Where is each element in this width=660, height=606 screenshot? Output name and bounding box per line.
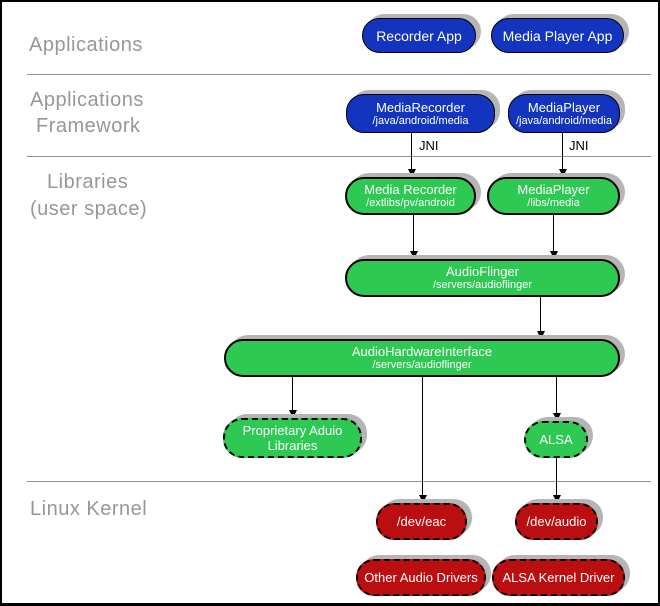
box-mediaplayer-framework: MediaPlayer /java/android/media: [508, 94, 620, 133]
arrow-ahi-to-dev-eac: [418, 377, 427, 503]
divider-libraries-kernel: [27, 481, 651, 482]
box-recorder-app: Recorder App: [362, 18, 476, 53]
box-recorder-app-label: Recorder App: [376, 27, 462, 44]
box-alsa-label: ALSA: [539, 432, 573, 447]
arrow-mediarecorder-to-library: [407, 133, 416, 177]
box-proprietary-audio-libraries-label: Proprietary Aduio Libraries: [242, 423, 343, 453]
box-proprietary-audio-libraries: Proprietary Aduio Libraries: [223, 418, 362, 458]
box-dev-eac-label: /dev/eac: [396, 514, 447, 529]
box-mediaplayer-framework-path: /java/android/media: [515, 114, 612, 127]
section-label-linux-kernel: Linux Kernel: [30, 498, 148, 520]
arrow-audioflinger-to-audiohardwareinterface: [536, 297, 545, 339]
jni-label-left: JNI: [419, 138, 439, 153]
box-mediaplayer-framework-title: MediaPlayer: [527, 99, 601, 115]
box-alsa-kernel-driver-label: ALSA Kernel Driver: [502, 570, 615, 585]
box-media-recorder-lib: Media Recorder /extlibs/pv/android: [345, 177, 476, 215]
section-label-applications: Applications: [29, 34, 143, 56]
section-label-libraries-line1: Libraries: [47, 171, 129, 193]
box-media-recorder-lib-path: /extlibs/pv/android: [366, 197, 455, 209]
arrow-mediaplayer-to-audioflinger: [549, 215, 558, 259]
section-label-applications-framework-line1: Applications: [30, 89, 144, 111]
box-media-player-app: Media Player App: [491, 18, 624, 53]
arrow-mediaplayer-to-library: [558, 133, 567, 177]
divider-applications-framework: [27, 74, 651, 75]
jni-label-right: JNI: [569, 138, 589, 153]
box-audioflinger: AudioFlinger /servers/audioflinger: [345, 259, 620, 297]
arrow-alsa-to-dev-audio: [552, 458, 561, 503]
box-alsa: ALSA: [524, 421, 588, 458]
box-mediarecorder-framework: MediaRecorder /java/android/media: [346, 94, 495, 133]
box-other-audio-drivers: Other Audio Drivers: [356, 559, 486, 596]
box-mediaplayer-lib-title: MediaPlayer: [517, 182, 590, 197]
box-mediarecorder-framework-path: /java/android/media: [372, 114, 469, 127]
arrow-ahi-to-alsa: [552, 377, 561, 421]
box-audiohardwareinterface-path: /servers/audioflinger: [372, 359, 472, 371]
box-dev-eac: /dev/eac: [376, 503, 467, 540]
arrow-ahi-to-proprietary-libraries: [288, 377, 297, 418]
box-dev-audio-label: /dev/audio: [526, 514, 587, 529]
box-mediaplayer-lib-path: /libs/media: [527, 197, 580, 209]
box-mediaplayer-lib: MediaPlayer /libs/media: [487, 177, 620, 215]
divider-framework-libraries: [27, 156, 651, 157]
box-media-player-app-label: Media Player App: [502, 27, 613, 44]
box-dev-audio: /dev/audio: [515, 503, 598, 540]
box-audioflinger-path: /servers/audioflinger: [432, 279, 533, 291]
section-label-libraries-line2: (user space): [30, 198, 148, 220]
section-label-applications-framework-line2: Framework: [36, 115, 141, 137]
box-audiohardwareinterface: AudioHardwareInterface /servers/audiofli…: [224, 339, 620, 377]
box-media-recorder-lib-title: Media Recorder: [364, 182, 457, 197]
box-audioflinger-title: AudioFlinger: [446, 264, 519, 279]
box-other-audio-drivers-label: Other Audio Drivers: [364, 570, 478, 585]
box-mediarecorder-framework-title: MediaRecorder: [376, 99, 465, 115]
arrow-media-recorder-to-audioflinger: [409, 215, 418, 259]
box-audiohardwareinterface-title: AudioHardwareInterface: [351, 344, 493, 359]
box-alsa-kernel-driver: ALSA Kernel Driver: [492, 559, 625, 596]
